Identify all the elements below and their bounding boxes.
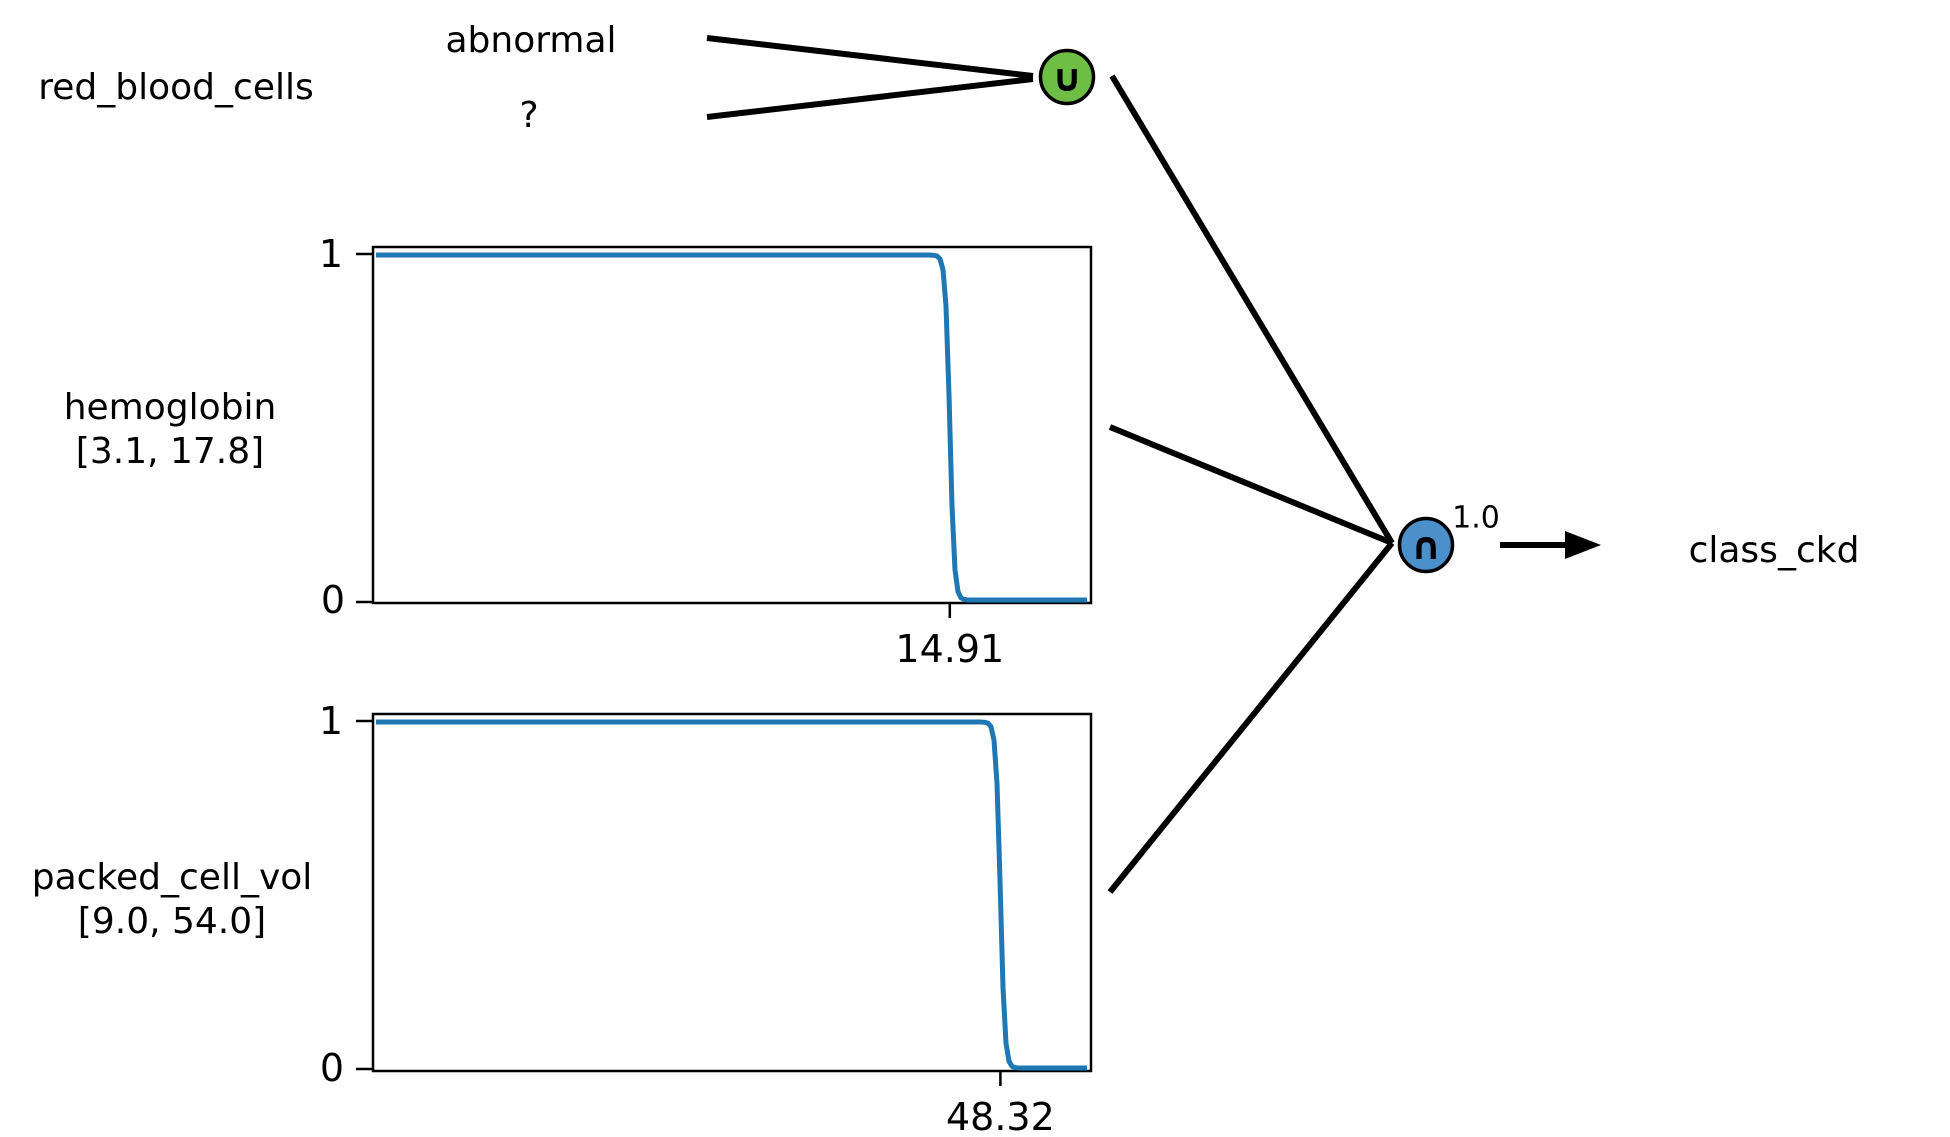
hemoglobin-ytick-0-label: 0 <box>320 578 346 623</box>
plot-packed-cell-vol <box>356 712 1093 1086</box>
edge-hemoglobin-to-intersection <box>1108 424 1394 546</box>
hemoglobin-range-label: [3.1, 17.8] <box>75 431 265 473</box>
packed-cell-vol-ytick-1-label: 1 <box>318 699 344 744</box>
packed-cell-vol-label: packed_cell_vol <box>31 857 313 899</box>
output-arrow-head <box>1565 531 1601 559</box>
plot-packed-cell-vol-membership-curve <box>376 719 1087 1071</box>
category-question-label: ? <box>519 95 539 137</box>
plot-hemoglobin-frame <box>371 245 1093 605</box>
intersection-icon: ∩ <box>1410 524 1442 569</box>
class-ckd-label: class_ckd <box>1688 530 1860 572</box>
edge-union-to-intersection <box>1109 74 1395 545</box>
packed-cell-vol-ytick-0-label: 0 <box>319 1046 345 1091</box>
intersection-node-circle <box>1397 516 1455 574</box>
edge-question-to-union <box>706 76 1034 120</box>
hemoglobin-label: hemoglobin <box>63 387 277 429</box>
union-icon: ∪ <box>1051 56 1083 101</box>
red-blood-cells-label: red_blood_cells <box>38 67 314 109</box>
packed-cell-vol-range-label: [9.0, 54.0] <box>77 901 267 943</box>
packed-cell-vol-xtick-label: 48.32 <box>945 1095 1055 1137</box>
category-abnormal-label: abnormal <box>445 20 617 62</box>
edge-abnormal-to-union <box>706 35 1034 79</box>
union-node-circle <box>1038 48 1096 106</box>
plot-packed-cell-vol-frame <box>371 712 1093 1073</box>
hemoglobin-xtick-label: 14.91 <box>895 627 1005 672</box>
hemoglobin-ytick-1-label: 1 <box>318 232 344 277</box>
rule-weight-label: 1.0 <box>1452 500 1500 536</box>
edge-packedcellvol-to-intersection <box>1107 541 1395 894</box>
plot-hemoglobin <box>356 245 1093 618</box>
plot-hemoglobin-membership-curve <box>376 252 1087 603</box>
